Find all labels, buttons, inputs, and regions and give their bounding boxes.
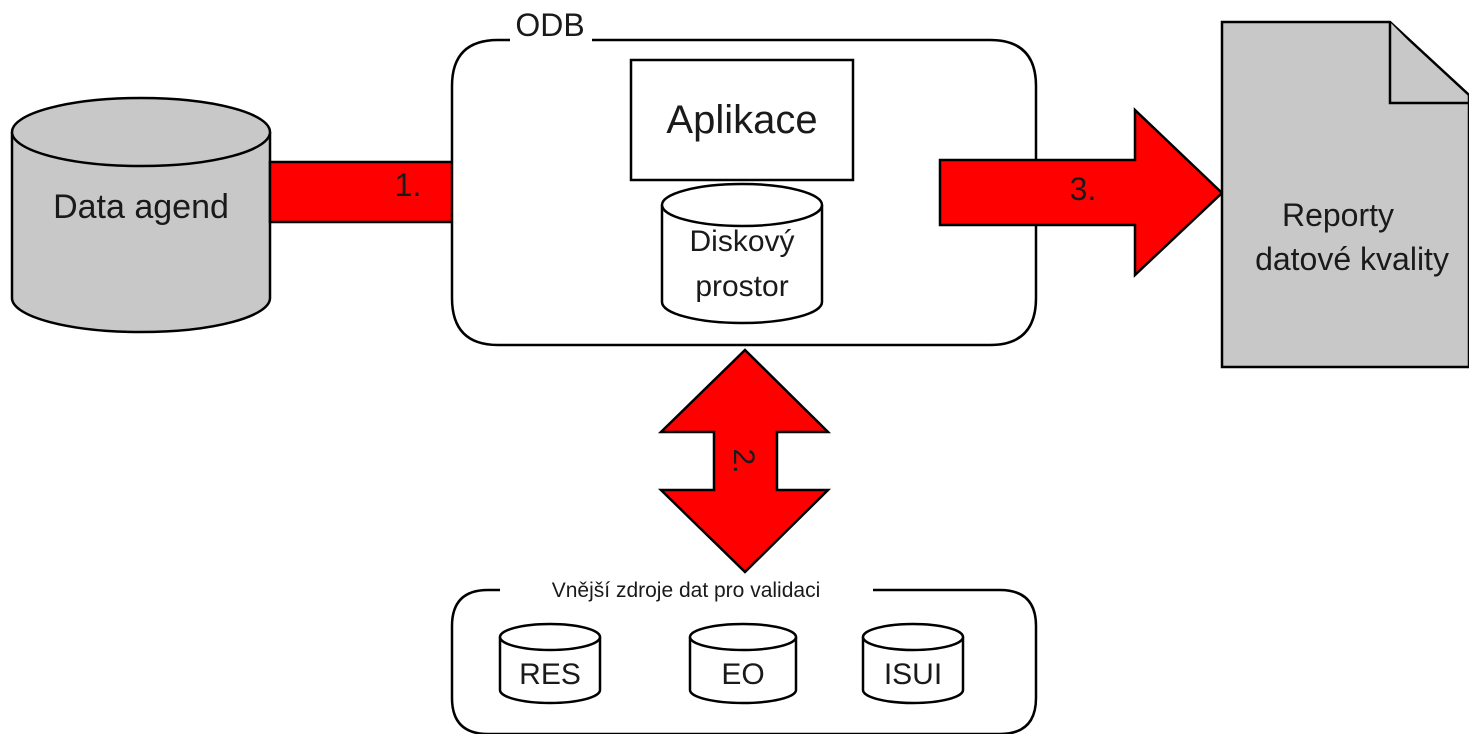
arrow-step-2: 2. (657, 348, 832, 574)
report-document: Reporty datové kvality (1220, 20, 1469, 369)
isui-database: ISUI (861, 622, 965, 705)
odb-title: ODB (515, 7, 584, 43)
arrow-step-3: 3. (938, 107, 1224, 278)
isui-label: ISUI (884, 658, 942, 691)
odb-container: ODB Aplikace Diskový prostor (450, 7, 1038, 347)
report-label-line2: datové kvality (1255, 241, 1449, 277)
data-agend-database: Data agend (10, 96, 272, 334)
res-label: RES (519, 658, 581, 691)
application-box: Aplikace (629, 58, 855, 182)
data-agend-label: Data agend (53, 188, 229, 226)
arrow-step-3-label: 3. (1070, 171, 1097, 207)
disk-storage-label-line2: prostor (695, 270, 788, 303)
disk-storage-label-line1: Diskový (689, 225, 794, 258)
disk-storage-database: Diskový prostor (660, 182, 824, 325)
application-label: Aplikace (666, 98, 817, 142)
arrow-step-1-label: 1. (395, 167, 422, 203)
external-sources-title: Vnější zdroje dat pro validaci (552, 579, 820, 602)
res-database: RES (498, 622, 602, 705)
arrow-step-2-label: 2. (727, 448, 760, 473)
external-sources-container: Vnější zdroje dat pro validaci RES EO IS… (450, 579, 1038, 734)
report-label-line1: Reporty (1282, 197, 1394, 233)
eo-label: EO (721, 658, 764, 691)
eo-database: EO (688, 622, 798, 705)
